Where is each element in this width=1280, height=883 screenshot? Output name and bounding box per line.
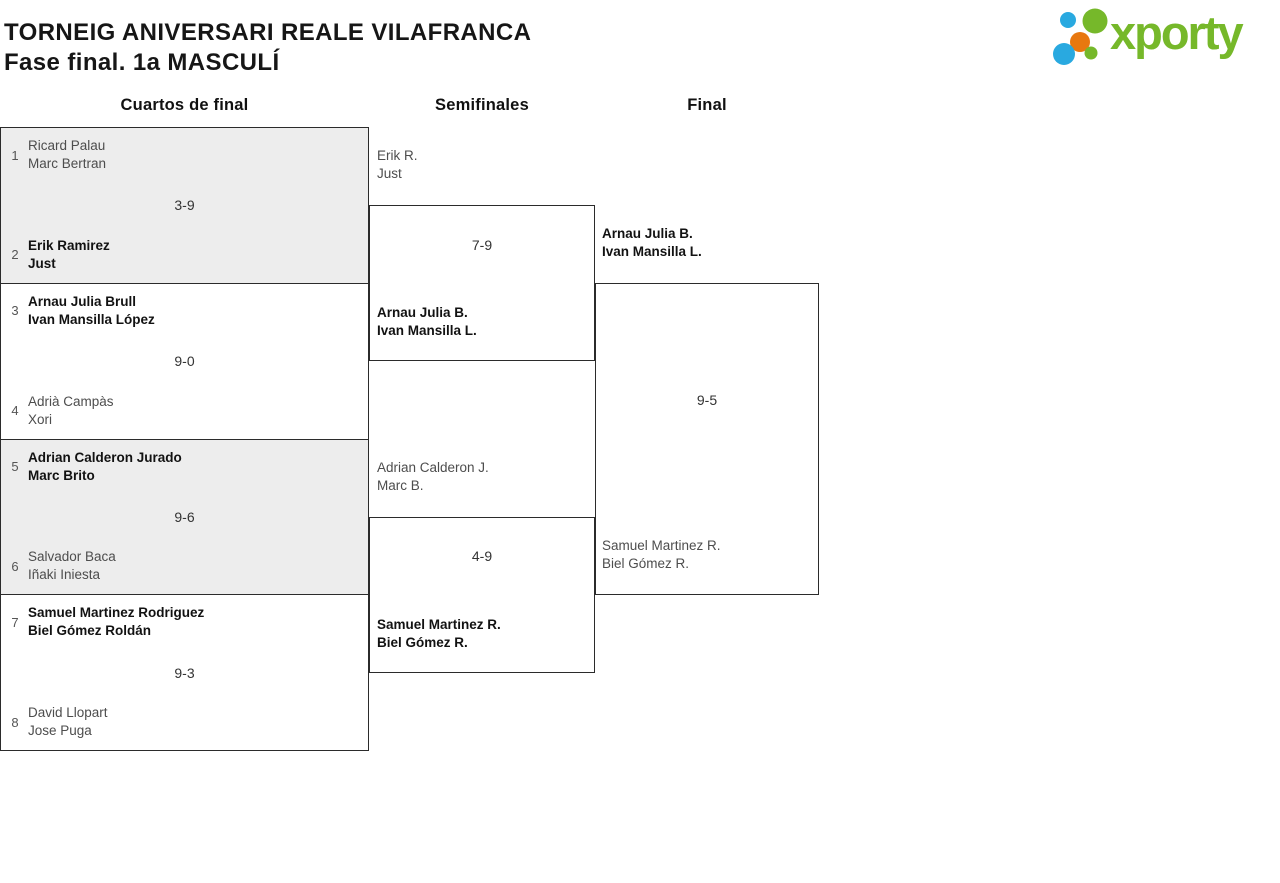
seed-number: 3	[11, 303, 19, 319]
round-header-final: Final	[687, 96, 727, 114]
logo-wordmark: xporty	[1110, 6, 1244, 59]
match-score: 4-9	[471, 548, 493, 564]
team-entry: 1 Ricard Palau Marc Bertran	[6, 137, 106, 173]
player-name: Salvador Baca	[28, 549, 116, 565]
team-entry: 5 Adrian Calderon Jurado Marc Brito	[6, 449, 182, 485]
player-name: Adrià Campàs	[28, 393, 114, 409]
final-match-box	[595, 283, 819, 595]
logo-dot-icon	[1082, 8, 1108, 34]
sf-match-2-box	[369, 517, 595, 673]
seed-number: 1	[11, 147, 19, 163]
seed-number: 2	[11, 247, 19, 263]
quarterfinals-column: 1 Ricard Palau Marc Bertran 3-9 2 Erik R…	[0, 127, 369, 751]
match-score: 9-6	[174, 508, 195, 525]
seed-number: 7	[11, 614, 19, 630]
player-name: Xori	[28, 411, 53, 427]
team-entry: Arnau Julia B. Ivan Mansilla L.	[602, 225, 702, 261]
player-name: Samuel Martinez Rodriguez	[28, 605, 205, 621]
player-name: Arnau Julia Brull	[28, 293, 137, 309]
player-name: Marc Brito	[28, 467, 95, 483]
team-entry: 3 Arnau Julia Brull Ivan Mansilla López	[6, 293, 155, 329]
player-name: Ivan Mansilla López	[28, 311, 155, 327]
qf-match-4: 7 Samuel Martinez Rodriguez Biel Gómez R…	[1, 595, 368, 750]
team-entry: 6 Salvador Baca Iñaki Iniesta	[6, 548, 116, 584]
seed-number: 4	[11, 403, 19, 418]
logo-dot-icon	[1060, 12, 1076, 28]
round-header-semifinales: Semifinales	[435, 96, 529, 114]
page-title-line2: Fase final. 1a MASCULÍ	[4, 49, 280, 77]
player-name: Marc B.	[377, 478, 424, 493]
player-name: Arnau Julia B.	[602, 226, 693, 241]
sf-match-1-box	[369, 205, 595, 361]
match-score: 3-9	[174, 197, 195, 214]
player-name: Biel Gómez R.	[377, 635, 468, 650]
round-header-cuartos: Cuartos de final	[120, 96, 249, 114]
logo-dot-icon	[1053, 43, 1075, 65]
team-entry: Erik R. Just	[377, 147, 418, 183]
page-title-line1: TORNEIG ANIVERSARI REALE VILAFRANCA	[4, 19, 532, 47]
team-entry: Samuel Martinez R. Biel Gómez R.	[602, 537, 721, 573]
team-entry: 2 Erik Ramirez Just	[6, 237, 110, 273]
player-name: Jose Puga	[28, 723, 92, 738]
match-score: 9-0	[174, 353, 195, 370]
player-name: Marc Bertran	[28, 156, 107, 171]
player-name: Just	[28, 255, 56, 271]
seed-number: 5	[11, 459, 19, 474]
qf-match-2: 3 Arnau Julia Brull Ivan Mansilla López …	[1, 283, 368, 440]
match-score: 7-9	[471, 237, 493, 253]
xporty-logo[interactable]: xporty	[1040, 3, 1280, 70]
team-entry: 4 Adrià Campàs Xori	[6, 393, 114, 429]
seed-number: 6	[11, 558, 19, 574]
match-score: 9-3	[174, 664, 195, 681]
player-name: Samuel Martinez R.	[602, 538, 721, 553]
logo-dot-icon	[1070, 32, 1090, 52]
player-name: Samuel Martinez R.	[377, 617, 501, 632]
player-name: Erik Ramirez	[28, 237, 110, 253]
team-entry: Adrian Calderon J. Marc B.	[377, 459, 489, 495]
match-score: 9-5	[696, 392, 718, 408]
player-name: Ivan Mansilla L.	[602, 244, 702, 259]
player-name: Erik R.	[377, 148, 418, 163]
seed-number: 8	[11, 714, 19, 730]
player-name: Biel Gómez R.	[602, 556, 690, 571]
team-entry: 7 Samuel Martinez Rodriguez Biel Gómez R…	[6, 604, 204, 640]
player-name: Biel Gómez Roldán	[28, 623, 152, 639]
team-entry: Arnau Julia B. Ivan Mansilla L.	[377, 304, 477, 340]
player-name: Ricard Palau	[28, 138, 106, 153]
team-entry: 8 David Llopart Jose Puga	[6, 704, 108, 740]
team-entry: Samuel Martinez R. Biel Gómez R.	[377, 616, 501, 652]
qf-match-3: 5 Adrian Calderon Jurado Marc Brito 9-6 …	[1, 439, 368, 596]
player-name: Ivan Mansilla L.	[377, 323, 477, 338]
player-name: David Llopart	[28, 705, 108, 720]
player-name: Adrian Calderon J.	[377, 460, 489, 475]
qf-match-1: 1 Ricard Palau Marc Bertran 3-9 2 Erik R…	[1, 128, 368, 284]
player-name: Arnau Julia B.	[377, 305, 468, 320]
logo-dot-icon	[1084, 46, 1098, 60]
player-name: Iñaki Iniesta	[28, 567, 101, 583]
player-name: Just	[377, 166, 402, 181]
player-name: Adrian Calderon Jurado	[28, 449, 182, 465]
page-title: TORNEIG ANIVERSARI REALE VILAFRANCA Fase…	[4, 18, 531, 78]
